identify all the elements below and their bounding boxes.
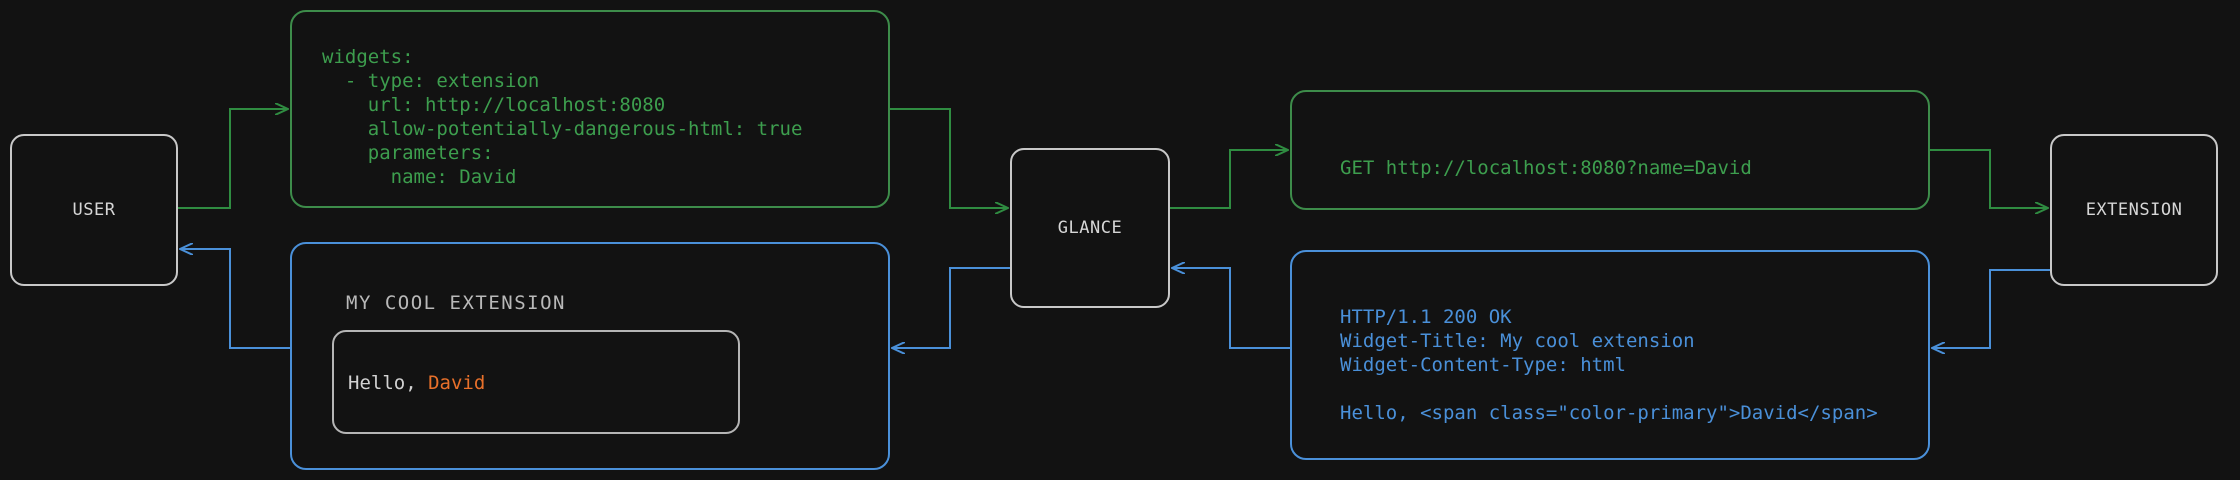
edge-response-to-glance [1172,268,1290,349]
widget-preview-body: Hello, David [348,372,485,394]
panel-http-request [1290,90,1930,210]
widget-body-accent-name: David [428,372,486,394]
edge-widget-to-user [180,249,290,349]
node-extension-label: EXTENSION [2085,200,2183,220]
widget-body-prefix: Hello, [348,372,429,394]
edge-extension-to-response [1932,269,2050,348]
node-user[interactable]: USER [10,134,178,286]
widget-preview-title: MY COOL EXTENSION [346,292,566,314]
panel-widget-preview [290,242,890,470]
node-glance[interactable]: GLANCE [1010,148,1170,308]
edge-config-to-glance [890,108,1008,208]
yaml-config-code: widgets: - type: extension url: http://l… [322,46,803,188]
http-request-code: GET http://localhost:8080?name=David [1340,157,1752,179]
node-user-label: USER [72,200,116,220]
node-extension[interactable]: EXTENSION [2050,134,2218,286]
panel-http-response [1290,250,1930,460]
http-response-code: HTTP/1.1 200 OK Widget-Title: My cool ex… [1340,306,1878,424]
node-glance-label: GLANCE [1057,218,1123,238]
edge-glance-to-request [1170,150,1288,209]
edge-glance-to-widget [892,267,1010,348]
edge-request-to-extension [1930,149,2048,208]
widget-preview-card [332,330,740,434]
edge-user-to-config [178,109,288,209]
panel-yaml-config [290,10,890,208]
